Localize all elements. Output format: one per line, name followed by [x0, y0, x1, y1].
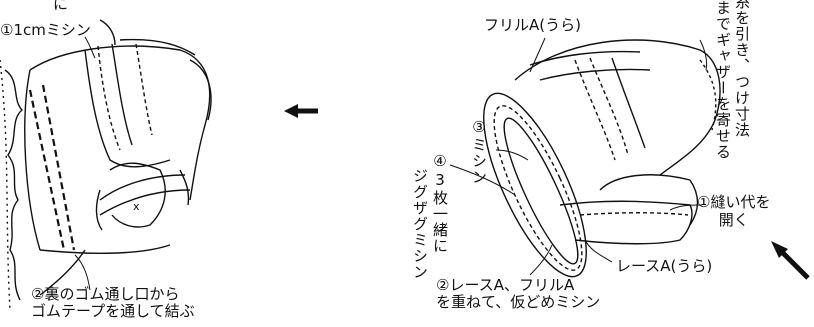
left-arrow [284, 104, 318, 118]
label-step1-open-allowance: ①縫い代を 開く [697, 193, 771, 229]
label-step2-elastic: ②裏のゴム通し口から ゴムテープを通して結ぶ [31, 285, 195, 320]
label-lace-a-back: レースA(うら) [616, 257, 713, 275]
label-frill-a-back: フリルA(うら) [484, 16, 581, 34]
left-bonnet-illustration [0, 19, 212, 311]
label-step4-zigzag-line1: ④3枚一緒に [431, 152, 449, 254]
label-step3-sew: ③ミシン [470, 118, 488, 185]
label-gather-note-line2: までギャザーを寄せる [714, 0, 732, 160]
label-step2-lace-frill: ②レースA、フリルA を重ねて、仮どめミシン [436, 276, 601, 311]
label-gather-note-line1: 糸を引き、つけ寸法 [733, 0, 751, 138]
label-step4-zigzag-line2: ジグザグミシン [411, 168, 429, 280]
label-step1-stitch: ①1cmミシン [0, 21, 91, 39]
right-arrow [771, 241, 810, 280]
x-mark: x [133, 200, 140, 213]
label-top-left-fragment: に [53, 0, 69, 13]
right-bonnet-illustration [483, 39, 721, 278]
leader-lines [74, 36, 708, 291]
